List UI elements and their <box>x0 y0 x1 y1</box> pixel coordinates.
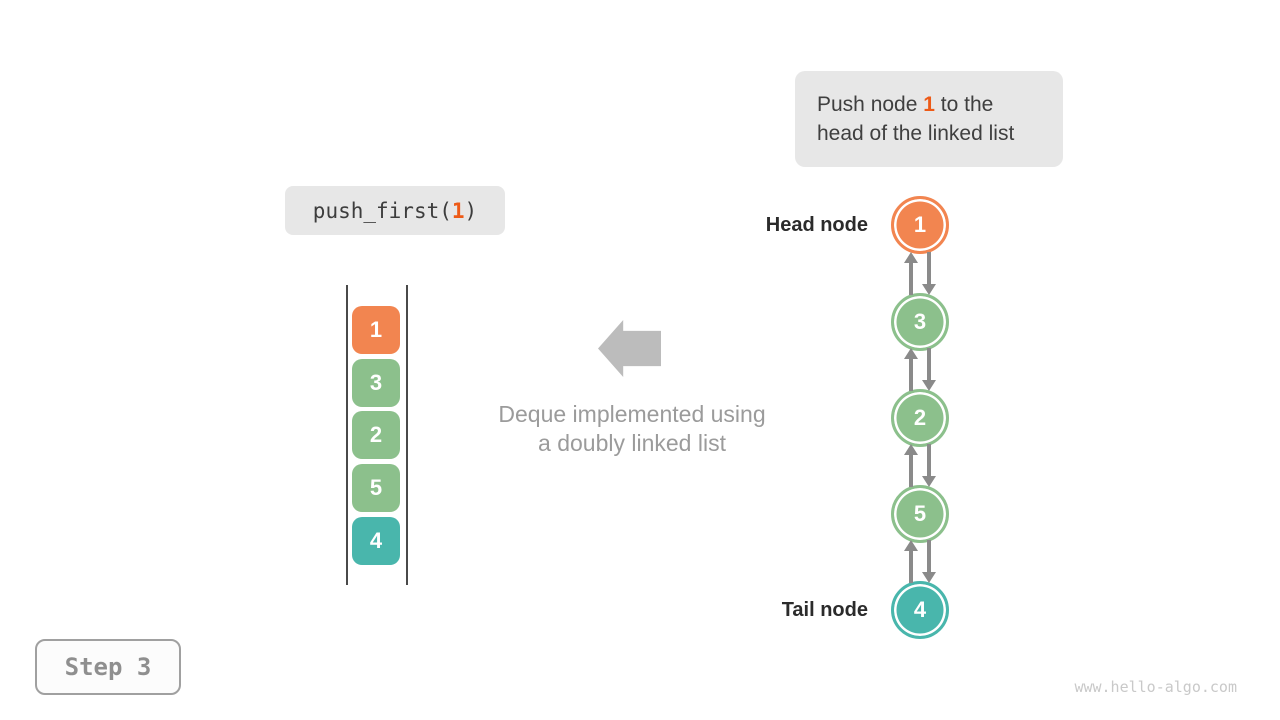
code-arg-value: 1 <box>451 198 465 223</box>
deque-item-value: 5 <box>369 475 383 500</box>
caption-line1: Deque implemented using <box>498 401 766 427</box>
pointer-arrows <box>904 444 936 487</box>
list-node-3: 3 <box>891 293 949 351</box>
pointer-arrows <box>904 348 936 391</box>
code-prefix: push_first( <box>312 198 452 223</box>
deque-item: 1 <box>352 306 400 354</box>
caption-line2: a doubly linked list <box>538 430 726 456</box>
prev-pointer-up-arrow-icon <box>904 444 918 487</box>
callout-line1: Push node 1 to the <box>817 93 994 116</box>
next-pointer-down-arrow-icon <box>922 348 936 391</box>
code-operation-label: push_first(1) <box>285 186 505 235</box>
deque-item-value: 3 <box>369 370 383 395</box>
deque-item: 3 <box>352 359 400 407</box>
left-block-arrow-icon <box>598 320 661 377</box>
deque-wall-left <box>346 285 348 585</box>
code-suffix: ) <box>464 198 478 223</box>
list-node-4: 4 <box>891 581 949 639</box>
node-value: 3 <box>913 309 927 334</box>
deque-item-value: 1 <box>369 317 383 342</box>
next-pointer-down-arrow-icon <box>922 252 936 295</box>
callout-box: Push node 1 to the head of the linked li… <box>795 71 1063 167</box>
deque-item: 4 <box>352 517 400 565</box>
prev-pointer-up-arrow-icon <box>904 540 918 583</box>
step-badge-label: Step 3 <box>64 653 152 681</box>
deque-item: 2 <box>352 411 400 459</box>
node-value: 1 <box>913 212 927 237</box>
deque-item: 5 <box>352 464 400 512</box>
watermark: www.hello-algo.com <box>1074 678 1237 696</box>
callout-highlight-value: 1 <box>923 93 935 116</box>
node-value: 4 <box>913 597 927 622</box>
step-badge: Step 3 <box>35 639 181 695</box>
pointer-arrows <box>904 540 936 583</box>
list-node-5: 5 <box>891 485 949 543</box>
prev-pointer-up-arrow-icon <box>904 252 918 295</box>
list-node-2: 2 <box>891 389 949 447</box>
node-value: 2 <box>913 405 927 430</box>
prev-pointer-up-arrow-icon <box>904 348 918 391</box>
deque-item-value: 4 <box>369 528 383 553</box>
tail-node-label: Tail node <box>781 599 868 621</box>
callout-line2: head of the linked list <box>817 122 1015 145</box>
head-node-label: Head node <box>765 214 868 236</box>
pointer-arrows <box>904 252 936 295</box>
transition-caption: Deque implemented using a doubly linked … <box>482 400 782 458</box>
deque-wall-right <box>406 285 408 585</box>
deque-item-value: 2 <box>369 422 383 447</box>
next-pointer-down-arrow-icon <box>922 444 936 487</box>
next-pointer-down-arrow-icon <box>922 540 936 583</box>
node-value: 5 <box>913 501 927 526</box>
list-node-1: 1 <box>891 196 949 254</box>
